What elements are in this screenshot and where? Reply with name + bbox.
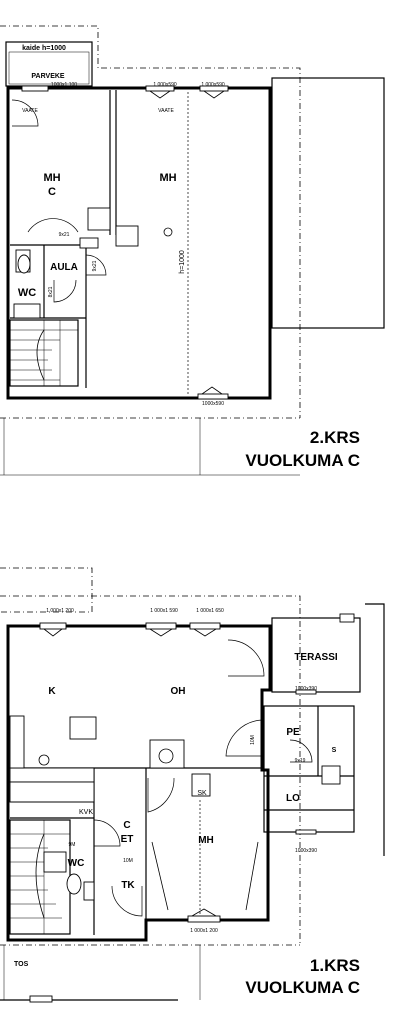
floor-2-stairs <box>10 320 78 386</box>
room-label-wc: WC <box>68 858 85 869</box>
room-label-aula: AULA <box>50 262 78 273</box>
room-label-pe: PE <box>286 727 300 738</box>
room-label-tos: TOS <box>14 961 29 968</box>
note-vaate: VAATE <box>158 108 174 114</box>
note-window-3: 1 000x1 650 <box>196 608 224 614</box>
note-window-4: 1000x390 <box>295 686 317 692</box>
floor-1-title: 1.KRS <box>310 956 360 975</box>
floor-1-plan: K OH TERASSI PE LO C ET MH WC TK TOS 1 0… <box>0 567 385 1003</box>
note-window-2: 1 000x1 590 <box>150 608 178 614</box>
note-kaide: kaide h=1000 <box>22 45 66 52</box>
note-window-6: 1 000x1 200 <box>190 928 218 934</box>
note-door-3: 8x21 <box>48 286 54 297</box>
note-kvk: KVK <box>79 809 93 816</box>
room-label-mh-c-1: MH <box>43 172 60 184</box>
note-door-10m: 10M <box>250 735 256 745</box>
note-window-2: 1 000x590 <box>153 82 177 88</box>
room-label-mh-c-2: C <box>48 186 56 198</box>
note-pe-door: 9x19 <box>295 758 306 764</box>
room-label-terassi: TERASSI <box>294 652 338 663</box>
room-label-mh: MH <box>159 172 176 184</box>
note-window-4: 1000x590 <box>202 401 224 407</box>
note-door-1: 9x21 <box>59 232 70 238</box>
room-label-parveke: PARVEKE <box>31 73 65 80</box>
note-window-1: 1 000x1 200 <box>46 608 74 614</box>
room-label-oh: OH <box>171 686 186 697</box>
note-s: S <box>332 747 337 754</box>
floor-2-name: VUOLKUMA C <box>245 451 360 470</box>
note-door-9m: 9M <box>69 842 76 848</box>
floor-2-title: 2.KRS <box>310 428 360 447</box>
floor-2-plan: MH C MH AULA WC PARVEKE kaide h=1000 100… <box>0 25 385 476</box>
floor-1-name: VUOLKUMA C <box>245 978 360 997</box>
note-sk: SK <box>197 790 207 797</box>
room-label-mh: MH <box>198 835 214 846</box>
room-label-lo: LO <box>286 793 300 804</box>
note-window-1: 1000x1 100 <box>51 82 77 88</box>
room-label-k: K <box>48 686 56 697</box>
room-label-wc: WC <box>18 287 36 299</box>
note-window-3: 1 000x590 <box>201 82 225 88</box>
room-label-c: C <box>123 820 130 831</box>
note-vaate-door: VAATE <box>22 108 38 114</box>
floor-1-stairs <box>10 820 70 934</box>
room-label-et: ET <box>121 834 134 845</box>
note-height: h=1000 <box>179 250 186 274</box>
note-door-10m-2: 10M <box>123 858 133 864</box>
note-door-2: 9x21 <box>92 260 98 271</box>
note-window-5: 1000x390 <box>295 848 317 854</box>
room-label-tk: TK <box>121 880 135 891</box>
